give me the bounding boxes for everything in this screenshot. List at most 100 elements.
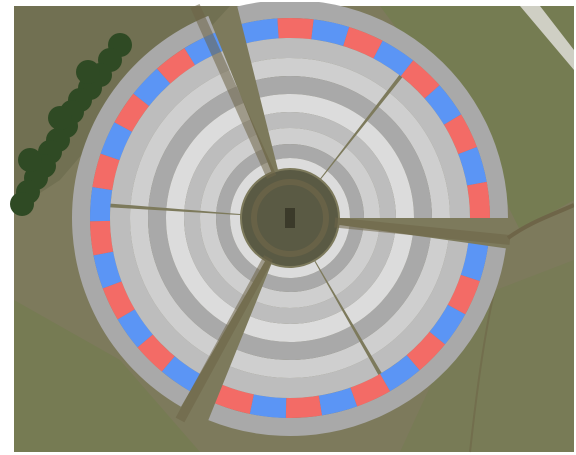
ring-band[interactable] — [130, 208, 219, 357]
ring-band[interactable] — [367, 107, 432, 218]
ring-band[interactable] — [320, 226, 364, 282]
ring-band[interactable] — [216, 149, 268, 214]
sector-west[interactable] — [72, 15, 272, 407]
blue-segment[interactable] — [117, 309, 153, 348]
ring-band[interactable] — [230, 162, 272, 214]
ring-band[interactable] — [184, 119, 257, 211]
ring-band[interactable] — [166, 210, 237, 326]
blue-segment[interactable] — [93, 251, 122, 289]
ring-band[interactable] — [236, 326, 360, 361]
blue-segment[interactable] — [133, 68, 171, 107]
ring-band[interactable] — [389, 77, 470, 218]
blue-segment[interactable] — [318, 387, 358, 416]
ring-band[interactable] — [272, 144, 335, 171]
sector-south[interactable] — [208, 224, 506, 436]
ring-band[interactable] — [251, 58, 388, 106]
ring-band[interactable] — [336, 147, 380, 218]
ring-band[interactable] — [256, 282, 335, 308]
outer-ring-band — [72, 15, 216, 407]
blue-segment[interactable] — [100, 122, 132, 161]
ring-band[interactable] — [246, 38, 400, 91]
sector-north-east[interactable] — [237, 0, 508, 219]
red-segment[interactable] — [137, 334, 175, 372]
ring-band[interactable] — [260, 94, 366, 134]
blue-segment[interactable] — [380, 355, 420, 392]
blue-segment[interactable] — [241, 18, 279, 44]
ring-band[interactable] — [215, 213, 260, 283]
walking-path — [334, 217, 511, 245]
walking-path — [190, 3, 277, 179]
ring-band[interactable] — [267, 261, 320, 278]
red-segment[interactable] — [277, 18, 314, 40]
blue-segment[interactable] — [460, 243, 489, 282]
ring-band[interactable] — [264, 112, 355, 147]
ring-band[interactable] — [321, 171, 350, 218]
center-ring-path — [251, 179, 329, 257]
red-segment[interactable] — [102, 281, 135, 320]
walking-path — [175, 255, 273, 423]
ring-band[interactable] — [315, 224, 350, 270]
tree — [76, 60, 100, 84]
blue-segment[interactable] — [249, 394, 287, 418]
ring-band[interactable] — [148, 86, 244, 209]
ring-band[interactable] — [200, 212, 253, 296]
field-patch — [400, 260, 574, 452]
ring-band[interactable] — [268, 128, 345, 160]
ring-band[interactable] — [378, 92, 450, 218]
blue-segment[interactable] — [424, 85, 462, 125]
ring-band[interactable] — [166, 103, 251, 210]
blue-segment[interactable] — [373, 40, 414, 77]
red-segment[interactable] — [400, 60, 440, 99]
road — [520, 6, 574, 70]
ring-band[interactable] — [327, 228, 380, 296]
blue-segment[interactable] — [429, 304, 466, 345]
ring-band[interactable] — [110, 207, 210, 374]
ring-band[interactable] — [184, 211, 245, 310]
ring-band[interactable] — [353, 235, 431, 341]
red-segment[interactable] — [350, 373, 390, 407]
center-monument — [285, 208, 295, 228]
red-segment[interactable] — [343, 26, 383, 59]
trail — [506, 203, 575, 240]
ring-band[interactable] — [346, 135, 396, 218]
ring-band[interactable] — [327, 160, 364, 218]
ring-band[interactable] — [343, 232, 413, 325]
ring-band[interactable] — [243, 310, 351, 342]
red-segment[interactable] — [406, 331, 445, 371]
red-segment[interactable] — [443, 114, 477, 155]
red-segment[interactable] — [114, 93, 150, 132]
ring-band[interactable] — [230, 341, 369, 378]
field-patch — [14, 300, 200, 452]
ring-band[interactable] — [335, 230, 395, 310]
red-segment[interactable] — [92, 153, 120, 191]
tree-line — [10, 33, 132, 216]
tree — [18, 148, 42, 172]
red-segment[interactable] — [447, 274, 480, 315]
blue-segment[interactable] — [458, 146, 487, 186]
ring-band[interactable] — [250, 296, 343, 325]
blue-segment[interactable] — [311, 19, 350, 47]
ring-band[interactable] — [371, 240, 469, 373]
red-segment[interactable] — [156, 48, 196, 84]
ring-band[interactable] — [356, 121, 414, 218]
ring-band[interactable] — [200, 134, 263, 213]
ring-band[interactable] — [262, 270, 327, 292]
red-segment[interactable] — [90, 220, 114, 256]
ring-band[interactable] — [255, 76, 377, 120]
circular-layout[interactable] — [72, 0, 511, 436]
blue-segment[interactable] — [90, 186, 113, 222]
outer-ring-band — [208, 245, 506, 436]
red-segment[interactable] — [215, 384, 254, 414]
red-segment[interactable] — [285, 395, 322, 418]
tree — [48, 106, 72, 130]
ring-band[interactable] — [362, 237, 449, 356]
blue-segment[interactable] — [161, 356, 200, 392]
ring-band[interactable] — [230, 214, 265, 270]
ring-band[interactable] — [147, 209, 228, 341]
ring-band[interactable] — [222, 357, 379, 398]
red-segment[interactable] — [467, 181, 490, 218]
ring-band[interactable] — [275, 158, 327, 179]
